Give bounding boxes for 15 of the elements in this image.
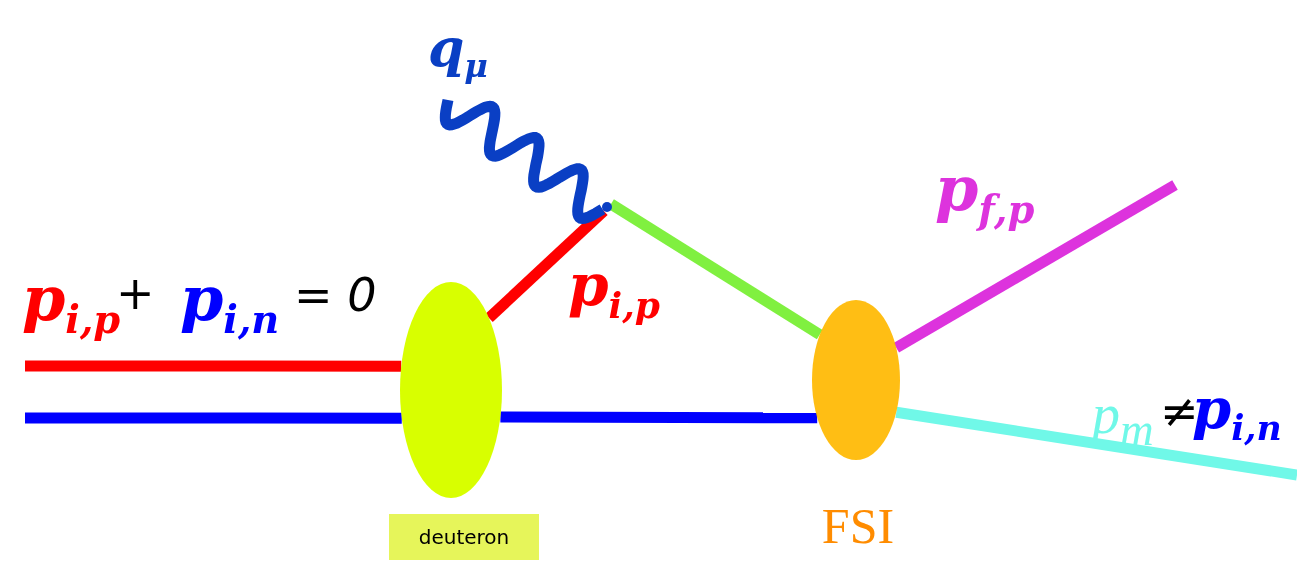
particle-line bbox=[25, 412, 402, 424]
particle-line bbox=[500, 411, 818, 424]
particle-line bbox=[893, 180, 1178, 353]
momentum-symbol: p$_{i,n}$ bbox=[180, 268, 280, 340]
particle-line bbox=[895, 406, 1297, 481]
node-caption: FSI bbox=[820, 500, 896, 552]
edge-label: p$_{i,p}$ bbox=[568, 256, 660, 324]
wavy-line bbox=[439, 98, 606, 225]
caption-tag: deuteron bbox=[389, 514, 539, 560]
particle-line bbox=[25, 360, 402, 372]
math-operator: = 0 bbox=[294, 272, 377, 318]
edge-label: q$_{μ}$ bbox=[428, 22, 488, 83]
particle-line bbox=[608, 199, 823, 340]
momentum-symbol: p$_{i,p}$ bbox=[22, 268, 121, 340]
edge-label: p$_{f,p}$ bbox=[935, 158, 1035, 230]
